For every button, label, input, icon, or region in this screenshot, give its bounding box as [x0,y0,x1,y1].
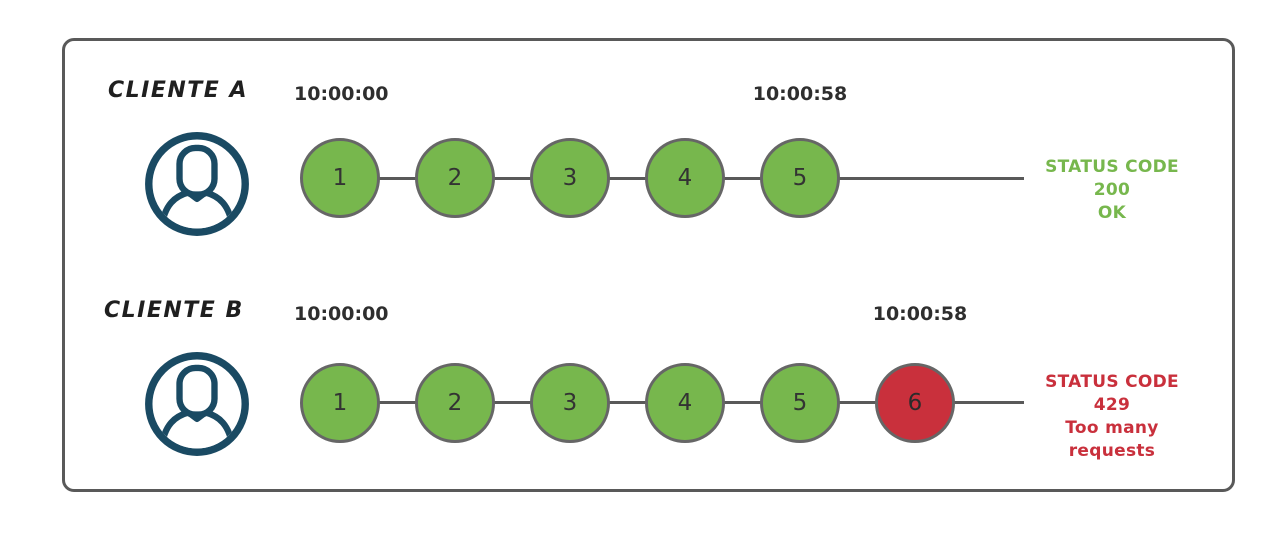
request-circle: 5 [760,363,840,443]
user-avatar-icon [144,351,250,457]
timestamp-a-end: 10:00:58 [752,83,848,105]
timestamp-b-start: 10:00:00 [294,303,389,325]
status-message-line: OK [1097,203,1127,223]
request-circle: 4 [645,138,725,218]
request-timeline-a: 1 2 3 4 5 [300,138,840,218]
request-circle: 4 [645,363,725,443]
request-circle: 1 [300,138,380,218]
status-code-line: STATUS CODE 429 [1045,372,1179,415]
timestamp-a-start: 10:00:00 [294,83,389,105]
timestamp-b-end: 10:00:58 [872,303,968,325]
status-code-line: STATUS CODE 200 [1045,157,1179,200]
request-circle: 3 [530,363,610,443]
status-message-line: Too many requests [1065,418,1159,461]
status-result-a: STATUS CODE 200 OK [1024,156,1200,225]
request-circle: 3 [530,138,610,218]
request-circle: 1 [300,363,380,443]
request-circle: 2 [415,138,495,218]
client-a-label: CLIENTE A [108,78,249,103]
request-timeline-b: 1 2 3 4 5 6 [300,363,955,443]
request-circle: 5 [760,138,840,218]
status-result-b: STATUS CODE 429 Too many requests [1024,371,1200,463]
user-avatar-icon [144,131,250,237]
request-circle-blocked: 6 [875,363,955,443]
request-circle: 2 [415,363,495,443]
client-b-label: CLIENTE B [104,298,244,323]
